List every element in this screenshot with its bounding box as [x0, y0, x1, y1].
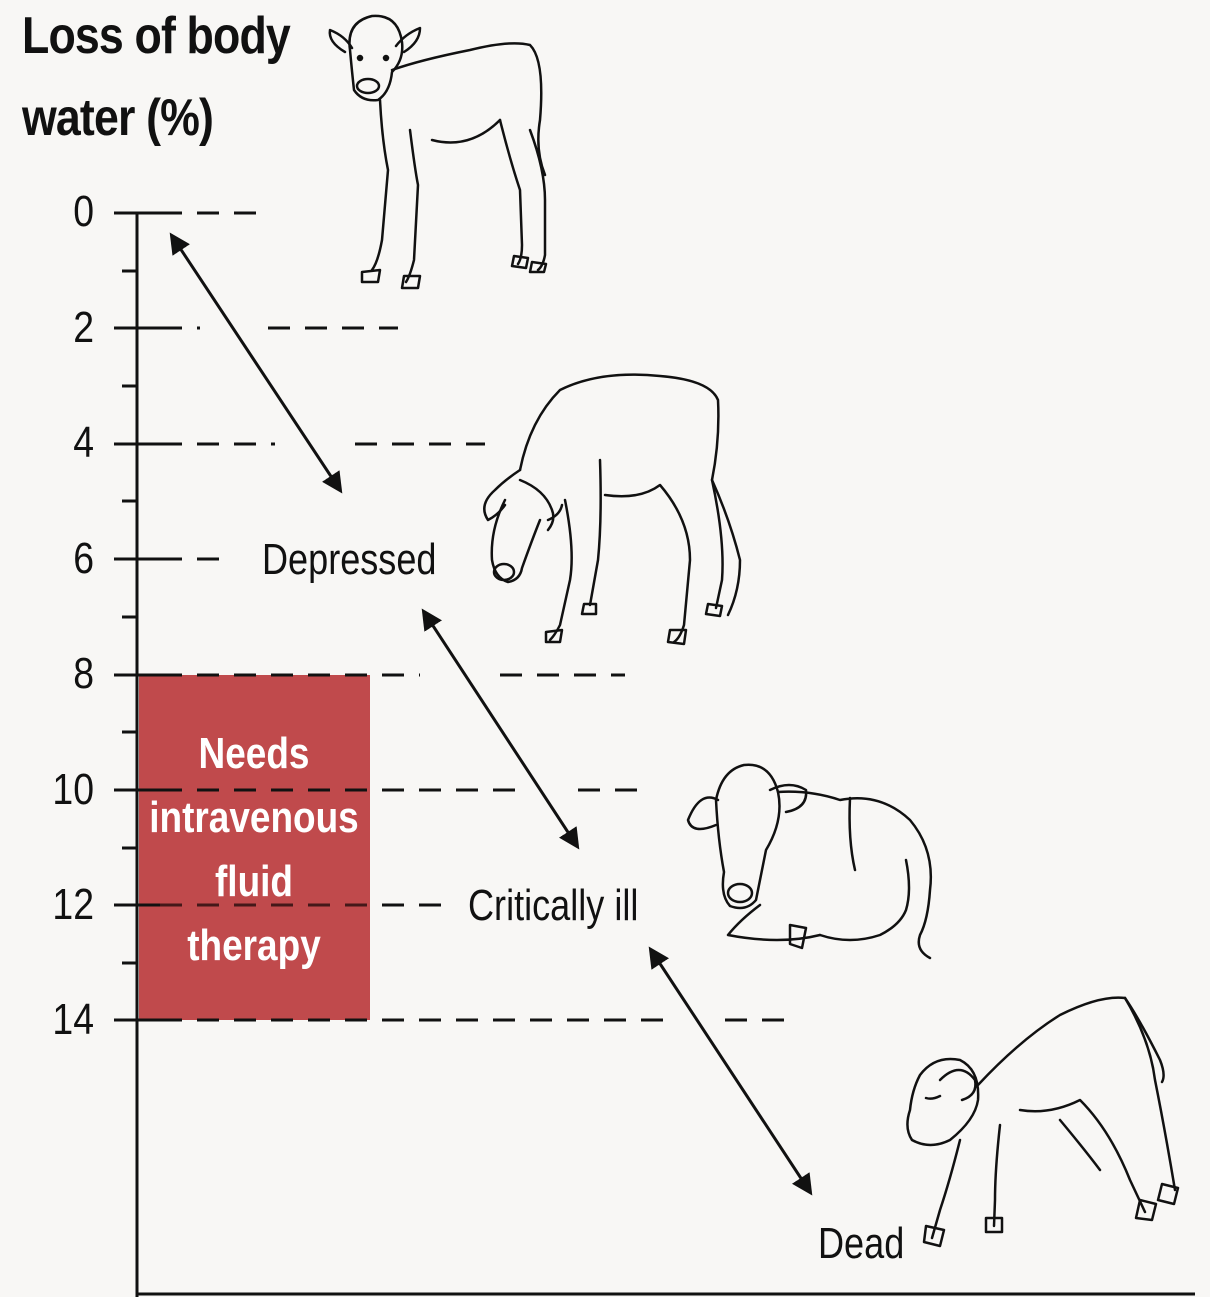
arrow-critical-to-dead [651, 950, 810, 1192]
tick-label-12: 12 [43, 883, 94, 927]
minor-ticks [122, 271, 137, 963]
arrow-depressed-to-critical [424, 612, 577, 846]
iv-therapy-text: Needs intravenous fluid therapy [141, 722, 366, 978]
tick-label-10: 10 [43, 768, 94, 812]
arrow-0-to-depressed [172, 236, 340, 490]
lying-calf-icon [688, 765, 931, 958]
collapsing-calf-icon [907, 998, 1178, 1246]
head-down-calf-icon [484, 375, 740, 644]
stage-label-depressed: Depressed [262, 538, 436, 582]
tick-label-14: 14 [43, 998, 94, 1042]
tick-label-4: 4 [43, 421, 94, 465]
chart-title-line-1: Loss of body [22, 6, 290, 66]
tick-label-2: 2 [43, 306, 94, 350]
tick-label-8: 8 [43, 652, 94, 696]
stage-label-critically-ill: Critically ill [468, 884, 638, 928]
chart-title-line-2: water (%) [22, 88, 213, 148]
tick-label-0: 0 [43, 190, 94, 234]
tick-label-6: 6 [43, 537, 94, 581]
standing-calf-icon [330, 16, 546, 288]
stage-label-dead: Dead [818, 1222, 904, 1266]
